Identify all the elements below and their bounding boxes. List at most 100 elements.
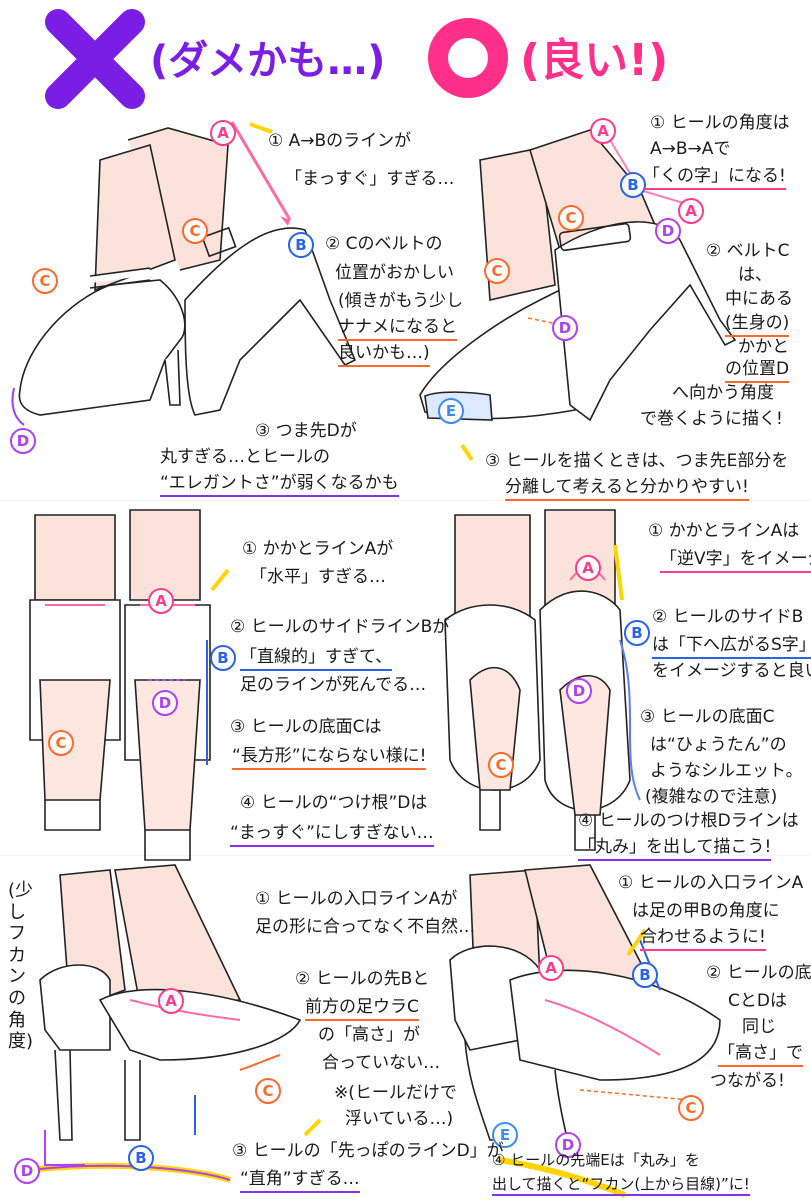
marker-b: B	[210, 645, 236, 671]
angle-bad-note1-line1: ① ヒールの入口ラインAが	[255, 889, 458, 909]
back-bad-note4-line1: ④ ヒールの“つけ根”Dは	[240, 793, 428, 813]
angle-bad-note2-line1: ② ヒールの先Bと	[295, 969, 430, 989]
marker-a: A	[538, 955, 564, 981]
marker-e: E	[492, 1122, 518, 1148]
angle-good-note2-line2: CとDは	[728, 991, 787, 1011]
angle-good-note1-line1: ① ヒールの入口ラインA	[618, 873, 804, 893]
marker-c: C	[488, 752, 514, 778]
angle-bad-note2-line5: ※(ヒールだけで	[334, 1083, 457, 1103]
back-good-note2-line1: ② ヒールのサイドB	[652, 607, 804, 627]
back-bad-note1-line1: ① かかとラインAが	[242, 539, 394, 559]
angle-bad-note3-line1: ③ ヒールの「先っぽのラインD」が	[232, 1141, 504, 1161]
back-good-note2-line2: は「下へ広がるS字」	[652, 634, 811, 659]
side-good-note1-line2: A→B→Aで	[650, 139, 731, 159]
side-bad-note3-line2: 丸すぎる…とヒールの	[160, 447, 330, 467]
side-bad-note1-line1: ① A→Bのラインが	[268, 131, 412, 151]
pointer-arrow	[249, 122, 273, 134]
shoe-back-bad-illustration	[29, 509, 211, 861]
marker-d: D	[552, 315, 578, 341]
marker-d: D	[655, 218, 681, 244]
marker-b: B	[128, 1145, 154, 1171]
marker-b: B	[620, 172, 646, 198]
guide-line-a-b	[230, 121, 292, 221]
side-good-note3-line2: 分離して考えると分かりやすい!	[505, 476, 749, 501]
back-good-note3-line2: は“ひょうたん”の	[650, 735, 787, 755]
side-good-note2-line2: は、	[738, 265, 772, 285]
side-good-note2-line1: ② ベルトC	[706, 241, 790, 261]
back-bad-note3-line2: “長方形”にならない様に!	[232, 745, 427, 770]
marker-d: D	[566, 678, 592, 704]
angle-bad-note2-line6: 浮いている…)	[345, 1109, 454, 1129]
marker-b: B	[632, 962, 658, 988]
side-bad-note3-line1: ③ つま先Dが	[255, 421, 357, 441]
marker-d: D	[14, 1158, 40, 1184]
good-title: (良い!)	[520, 35, 669, 86]
angle-good-note2-line5: つながる!	[710, 1071, 785, 1091]
marker-c: C	[558, 205, 584, 231]
side-good-note3-line1: ③ ヒールを描くときは、つま先E部分を	[485, 451, 789, 471]
side-bad-note3-line3: “エレガントさ”が弱くなるかも	[160, 472, 399, 497]
side-good-note1-line1: ① ヒールの角度は	[650, 113, 790, 133]
back-good-note3-line3: ようなシルエット。	[650, 761, 803, 781]
back-bad-note2-line2: 「直線的」すぎて、	[240, 646, 393, 671]
shoe-back-good-illustration	[444, 509, 631, 851]
circle-icon	[428, 18, 508, 98]
back-good-note4-line1: ④ ヒールのつけ根Dラインは	[578, 811, 799, 831]
marker-e: E	[438, 398, 464, 424]
cross-icon	[45, 9, 145, 109]
section-divider	[0, 500, 811, 501]
marker-a: A	[210, 120, 236, 146]
marker-c: C	[255, 1078, 281, 1104]
side-good-note2-line5: かかと	[738, 337, 789, 357]
angle-bad-note1-line2: 足の形に合ってなく不自然…	[255, 917, 476, 937]
back-good-note4-line2: 「丸み」を出して描こう!	[578, 836, 772, 861]
side-good-note2-line8: で巻くように描く!	[640, 409, 783, 429]
angle-good-note1-line3: 合わせるように!	[640, 926, 766, 951]
marker-d: D	[152, 690, 178, 716]
marker-a: A	[678, 198, 704, 224]
angle-bad-note2-line2: 前方の足ウラC	[305, 996, 419, 1021]
marker-c: C	[32, 268, 58, 294]
back-good-note1-line1: ① かかとラインAは	[648, 521, 800, 541]
back-good-note3-line4: (複雑なので注意)	[645, 787, 778, 807]
marker-c: C	[48, 730, 74, 756]
back-good-note1-line2: 「逆V字」をイメージ!	[660, 548, 811, 573]
marker-b: B	[288, 232, 314, 258]
marker-d: D	[10, 428, 36, 454]
marker-c: C	[484, 258, 510, 284]
angle-bad-note2-line3: の「高さ」が	[318, 1025, 420, 1045]
side-bad-note2-line2: 位置がおかしい	[335, 263, 454, 283]
marker-a: A	[590, 118, 616, 144]
side-bad-note1-line2: 「まっすぐ」すぎる…	[285, 169, 455, 189]
angle-good-note2-line3: 同じ	[742, 1017, 776, 1037]
bad-title: (ダメかも…)	[150, 38, 386, 84]
marker-c: C	[678, 1095, 704, 1121]
angle-good-note1-line2: は足の甲Bの角度に	[632, 901, 780, 921]
side-good-note1-line3: 「くの字」になる!	[643, 165, 786, 190]
marker-c: C	[182, 218, 208, 244]
shoe-angle-bad-illustration	[39, 864, 302, 1141]
angle-good-note4-line2: 出して描くと“フカン(上から目線)”に!	[492, 1174, 750, 1197]
side-good-note2-line6: の位置D	[725, 358, 790, 383]
back-bad-note3-line1: ③ ヒールの底面Cは	[230, 717, 382, 737]
marker-a: A	[158, 988, 184, 1014]
marker-a: A	[148, 588, 174, 614]
angle-bad-note2-line4: 合っていない…	[322, 1053, 441, 1073]
back-good-note2-line3: をイメージすると良い!	[652, 661, 811, 681]
side-bad-note2-line1: ② Cのベルトの	[325, 234, 443, 254]
side-good-note2-line7: へ向かう角度	[672, 383, 774, 403]
back-bad-note2-line1: ② ヒールのサイドラインBが	[230, 617, 450, 637]
side-bad-note2-line4: ナナメになると	[338, 316, 457, 341]
side-good-note2-line4: (生身の)	[725, 312, 790, 337]
back-good-note3-line1: ③ ヒールの底面C	[640, 707, 775, 727]
shoe-angle-good-illustration	[449, 864, 721, 1151]
shoe-side-bad-illustration	[18, 127, 357, 416]
section-divider	[0, 855, 811, 856]
back-bad-note4-line2: “まっすぐ”にしすぎない…	[230, 822, 434, 847]
angle-bad-note3-line2: “直角”すぎる…	[240, 1168, 360, 1193]
angle-good-note2-line4: 「高さ」で	[718, 1042, 803, 1067]
angle-label: (少しフカンの角度)	[8, 880, 34, 1053]
marker-b: B	[624, 620, 650, 646]
marker-a: A	[575, 555, 601, 581]
back-bad-note2-line3: 足のラインが死んでる…	[240, 675, 427, 695]
